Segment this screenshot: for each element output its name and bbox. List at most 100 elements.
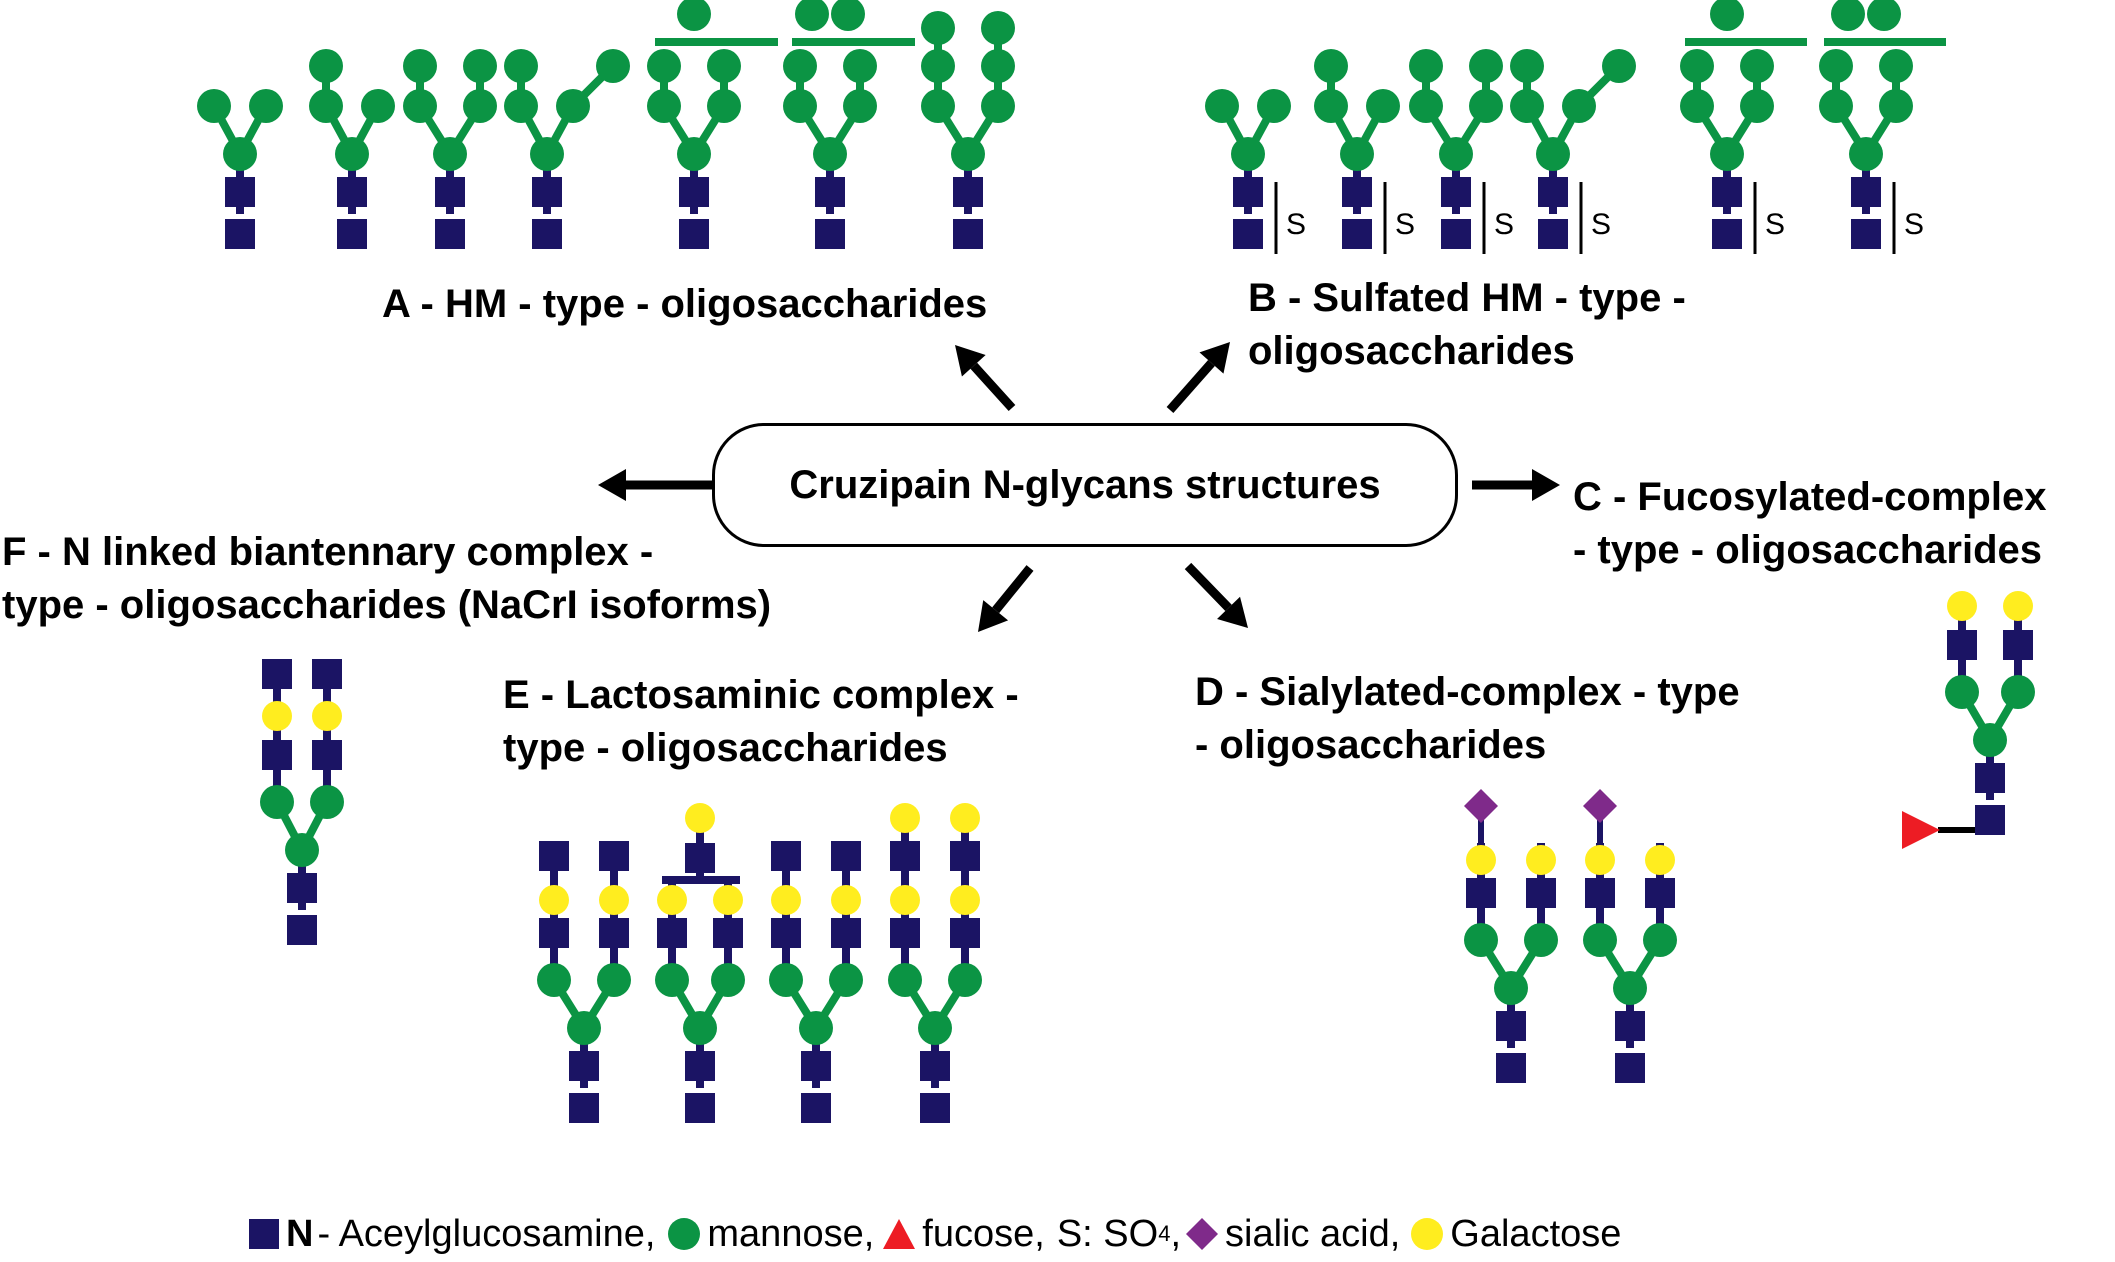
glcnac-square [337, 177, 367, 207]
mannose-circle [1510, 49, 1544, 83]
glcnac-square [890, 918, 920, 948]
glcnac-square [1615, 1011, 1645, 1041]
glcnac-square [1496, 1053, 1526, 1083]
mannose-circle [951, 137, 985, 171]
glcnac-square [920, 1051, 950, 1081]
glcnac-square [287, 873, 317, 903]
galactose-circle [1947, 591, 1977, 621]
sulfate-mark: S [1765, 208, 1785, 241]
mannose-circle [433, 137, 467, 171]
glcnac-square [312, 740, 342, 770]
galactose-circle [2003, 591, 2033, 621]
glcnac-square [685, 1093, 715, 1123]
mannose-circle [537, 963, 571, 997]
glcnac-square [1947, 630, 1977, 660]
fucose-triangle [1902, 811, 1940, 849]
glcnac-square [1466, 878, 1496, 908]
glcnac-square [225, 219, 255, 249]
mannose-circle [403, 49, 437, 83]
arrow-head [955, 345, 986, 377]
mannose-circle [1494, 971, 1528, 1005]
galactose-circle [539, 885, 569, 915]
legend-fucose: fucose, [922, 1212, 1045, 1255]
galactose-circle [890, 803, 920, 833]
glcnac-square [2003, 630, 2033, 660]
glcnac-square [771, 918, 801, 948]
mannose-circle [335, 137, 369, 171]
glcnac-square [599, 841, 629, 871]
mannose-circle [921, 49, 955, 83]
mannose-circle [1710, 0, 1744, 31]
legend-so4-comma: , [1170, 1212, 1181, 1255]
glcnac-square [599, 918, 629, 948]
mannose-circle [1409, 49, 1443, 83]
glcnac-square [815, 219, 845, 249]
arrow-head [978, 600, 1009, 632]
mannose-circle [1231, 137, 1265, 171]
mannose-circle [504, 89, 538, 123]
mannose-circle [1710, 137, 1744, 171]
mannose-circle [197, 89, 231, 123]
mannose-circle [1973, 723, 2007, 757]
sulfate-mark: S [1395, 208, 1415, 241]
glcnac-square [1233, 177, 1263, 207]
glcnac-square [953, 177, 983, 207]
mannose-circle [1680, 49, 1714, 83]
glcnac-square [801, 1051, 831, 1081]
glcnac-square [1441, 177, 1471, 207]
glcnac-square [569, 1093, 599, 1123]
mannose-circle [1366, 89, 1400, 123]
mannose-circle [783, 49, 817, 83]
mannose-circle [981, 89, 1015, 123]
glcnac-square [337, 219, 367, 249]
mannose-circle [1602, 49, 1636, 83]
mannose-circle [1879, 89, 1913, 123]
arrow-head [1217, 596, 1248, 628]
mannose-circle [981, 49, 1015, 83]
glcnac-square [815, 177, 845, 207]
mannose-circle [921, 89, 955, 123]
glcnac-square [950, 918, 980, 948]
mannose-circle [260, 785, 294, 819]
mannose-circle [1819, 89, 1853, 123]
glcnac-square [287, 915, 317, 945]
glcnac-square [1615, 1053, 1645, 1083]
sulfate-mark: S [1286, 208, 1306, 241]
glcnac-square [1526, 878, 1556, 908]
glcnac-square [953, 219, 983, 249]
glcnac-square [801, 1093, 831, 1123]
glcnac-square [262, 740, 292, 770]
galactose-circle [685, 803, 715, 833]
mannose-circle [1205, 89, 1239, 123]
label-c: C - Fucosylated-complex - type - oligosa… [1573, 475, 2047, 572]
glcnac-square [225, 177, 255, 207]
glcnac-square [1975, 805, 2005, 835]
mannose-circle [683, 1011, 717, 1045]
glcnac-square [1538, 177, 1568, 207]
glcnac-square [532, 177, 562, 207]
glcnac-square [1441, 219, 1471, 249]
glcnac-square [831, 841, 861, 871]
mannose-circle [1510, 89, 1544, 123]
glcnac-square [569, 1051, 599, 1081]
glcnac-square [312, 659, 342, 689]
mannose-circle [285, 833, 319, 867]
fucose-triangle-icon [883, 1219, 916, 1249]
mannose-circle [1464, 923, 1498, 957]
glcnac-square [1851, 177, 1881, 207]
legend-glcnac: - Aceylglucosamine, [317, 1212, 656, 1255]
glcnac-square [771, 841, 801, 871]
mannose-circle [1524, 923, 1558, 957]
glcnac-square [1342, 177, 1372, 207]
galactose-circle [1585, 845, 1615, 875]
mannose-circle [530, 137, 564, 171]
legend-galactose: Galactose [1450, 1212, 1622, 1255]
arrow-shaft [1184, 562, 1232, 612]
glcnac-square [435, 177, 465, 207]
mannose-circle-icon [668, 1218, 701, 1250]
legend-n: N [286, 1212, 314, 1255]
glcnac-square [1712, 219, 1742, 249]
mannose-circle [1469, 89, 1503, 123]
mannose-circle [463, 89, 497, 123]
